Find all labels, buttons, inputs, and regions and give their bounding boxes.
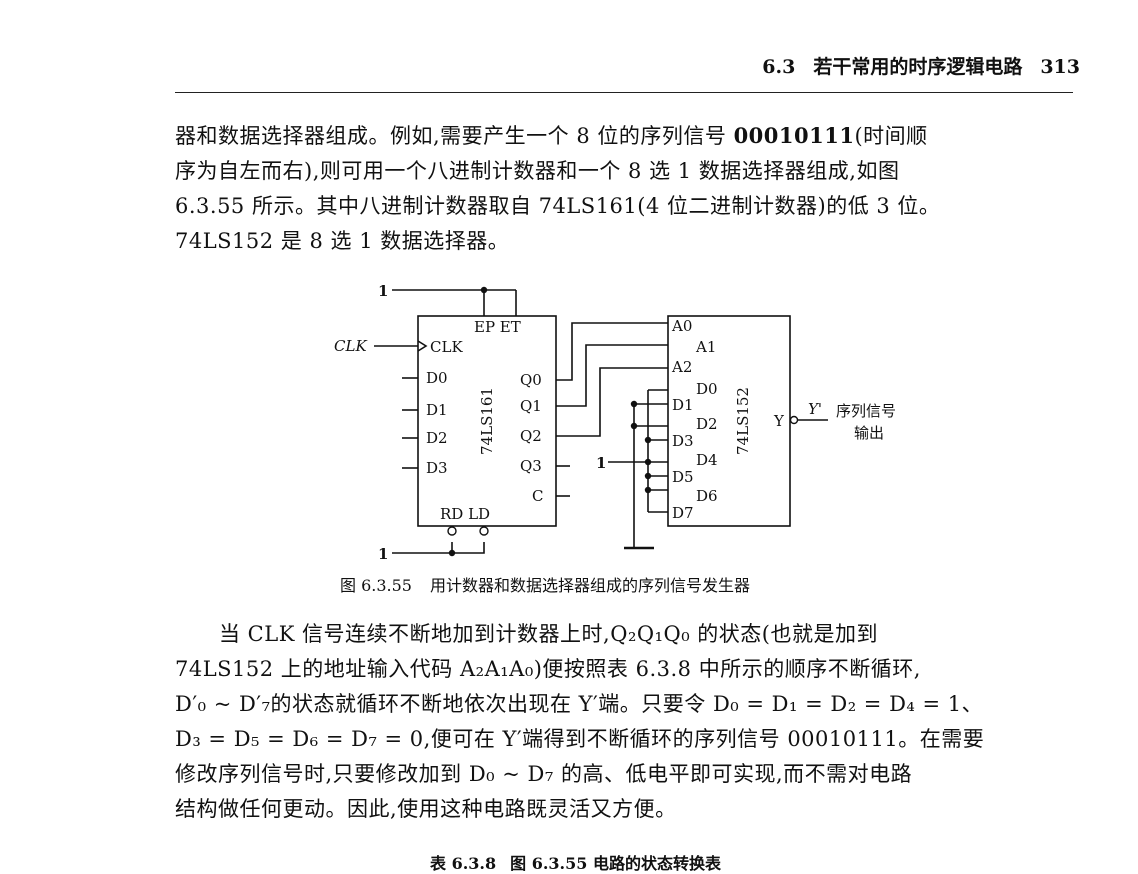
- logic-one-top: 1: [378, 282, 388, 300]
- figure-caption-number: 图 6.3.55: [340, 576, 412, 595]
- counter-chip-box: [417, 315, 557, 527]
- selector-d0-label: D0: [696, 380, 718, 398]
- table-caption-text: 图 6.3.55 电路的状态转换表: [510, 854, 721, 873]
- output-desc-line2: 输出: [854, 424, 884, 442]
- text-run: (时间顺: [854, 124, 928, 148]
- junction-dot: [644, 486, 652, 494]
- selector-d7-label: D7: [672, 504, 694, 522]
- logic-one-bottom: 1: [378, 545, 388, 563]
- paragraph-line: 结构做任何更动。因此,使用这种电路既灵活又方便。: [175, 797, 677, 821]
- junction-dot: [644, 472, 652, 480]
- output-desc-line1: 序列信号: [836, 402, 896, 420]
- paragraph-line: D′₀ ~ D′₇的状态就循环不断地依次出现在 Y′端。只要令 D₀ = D₁ …: [175, 692, 984, 716]
- ld-inversion-bubble: [479, 526, 489, 536]
- selector-d2-label: D2: [696, 415, 718, 433]
- figure-caption: 图 6.3.55 用计数器和数据选择器组成的序列信号发生器: [340, 572, 940, 596]
- selector-d3-label: D3: [672, 432, 694, 450]
- y-inversion-bubble: [789, 415, 799, 425]
- selector-a0-label: A0: [671, 317, 692, 335]
- selector-d4-label: D4: [696, 451, 718, 469]
- paragraph-line: 74LS152 上的地址输入代码 A₂A₁A₀)便按照表 6.3.8 中所示的顺…: [175, 657, 921, 681]
- selector-d6-label: D6: [696, 487, 718, 505]
- header-section-number: 6.3: [762, 56, 796, 78]
- rd-inversion-bubble: [447, 526, 457, 536]
- selector-a1-label: A1: [695, 338, 716, 356]
- selector-a2-label: A2: [671, 358, 692, 376]
- paragraph-line: D₃ = D₅ = D₆ = D₇ = 0,便可在 Y′端得到不断循环的序列信号…: [175, 727, 985, 751]
- paragraph-line: 74LS152 是 8 选 1 数据选择器。: [175, 229, 510, 253]
- output-y-prime-label: Y': [808, 400, 822, 418]
- junction-dot: [644, 458, 652, 466]
- header-section-title: 若干常用的时序逻辑电路: [813, 56, 1023, 78]
- paragraph-explanation: 当 CLK 信号连续不断地加到计数器上时,Q₂Q₁Q₀ 的状态(也就是加到 74…: [175, 617, 1075, 827]
- paragraph-line: 器和数据选择器组成。例如,需要产生一个 8 位的序列信号 00010111(时间…: [175, 118, 1075, 154]
- clk-pin-label: CLK: [430, 338, 463, 356]
- counter-q0-label: Q0: [520, 371, 542, 389]
- selector-d5-label: D5: [672, 468, 694, 486]
- paragraph-line: 当 CLK 信号连续不断地加到计数器上时,Q₂Q₁Q₀ 的状态(也就是加到: [219, 622, 878, 646]
- counter-q3-label: Q3: [520, 457, 542, 475]
- paragraph-line: 序为自左而右),则可用一个八进制计数器和一个 8 选 1 数据选择器组成,如图: [175, 159, 900, 183]
- counter-bottom-pins-label: RD LD: [440, 505, 490, 523]
- header-rule: [175, 92, 1073, 93]
- counter-d2-label: D2: [426, 429, 448, 447]
- text-run: 器和数据选择器组成。例如,需要产生一个 8 位的序列信号: [175, 124, 734, 148]
- figure-caption-text: 用计数器和数据选择器组成的序列信号发生器: [429, 576, 750, 595]
- counter-carry-label: C: [532, 487, 543, 505]
- counter-d1-label: D1: [426, 401, 448, 419]
- enable-pins-label: EP ET: [474, 318, 521, 336]
- junction-dot: [630, 400, 638, 408]
- junction-dot: [630, 422, 638, 430]
- selector-chip-name: 74LS152: [734, 387, 752, 455]
- counter-chip-name: 74LS161: [478, 387, 496, 455]
- selector-d1-label: D1: [672, 396, 694, 414]
- counter-d3-label: D3: [426, 459, 448, 477]
- selector-y-label: Y: [773, 412, 785, 430]
- counter-d0-label: D0: [426, 369, 448, 387]
- junction-dot: [448, 549, 456, 557]
- page-number: 313: [1040, 56, 1080, 78]
- running-header: 6.3 若干常用的时序逻辑电路 313: [640, 52, 1080, 79]
- clk-input-label: CLK: [334, 337, 367, 355]
- table-caption: 表 6.3.8 图 6.3.55 电路的状态转换表: [430, 850, 930, 874]
- sequence-code: 00010111: [733, 123, 855, 148]
- junction-dot: [644, 436, 652, 444]
- paragraph-line: 修改序列信号时,只要修改加到 D₀ ~ D₇ 的高、低电平即可实现,而不需对电路: [175, 762, 913, 786]
- paragraph-intro: 器和数据选择器组成。例如,需要产生一个 8 位的序列信号 00010111(时间…: [175, 118, 1075, 259]
- counter-q2-label: Q2: [520, 427, 542, 445]
- logic-one-selector: 1: [596, 454, 606, 472]
- counter-q1-label: Q1: [520, 397, 542, 415]
- table-caption-number: 表 6.3.8: [430, 854, 497, 873]
- selector-chip-box: [667, 315, 791, 527]
- junction-dot: [480, 286, 488, 294]
- paragraph-line: 6.3.55 所示。其中八进制计数器取自 74LS161(4 位二进制计数器)的…: [175, 194, 941, 218]
